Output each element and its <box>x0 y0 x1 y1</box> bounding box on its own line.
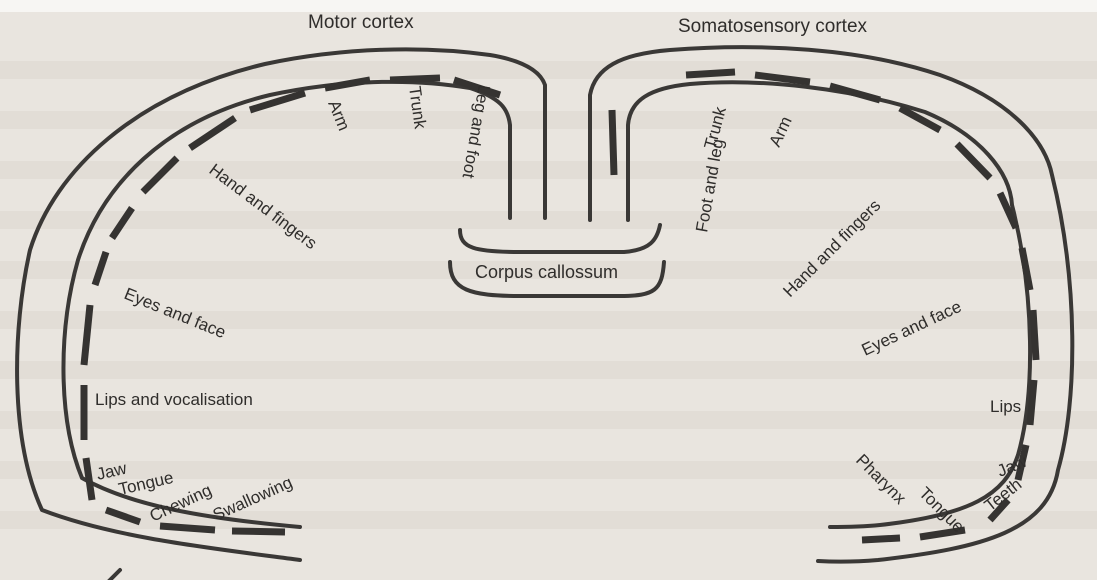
sensory-label-lips: Lips <box>990 397 1021 416</box>
somatosensory-cortex-title: Somatosensory cortex <box>678 16 868 37</box>
motor-label-lips-vocalisation: Lips and vocalisation <box>95 390 253 409</box>
page-top-edge <box>0 0 1097 12</box>
motor-cortex-title: Motor cortex <box>308 12 414 33</box>
corpus-callosum-label: Corpus callossum <box>475 262 618 282</box>
